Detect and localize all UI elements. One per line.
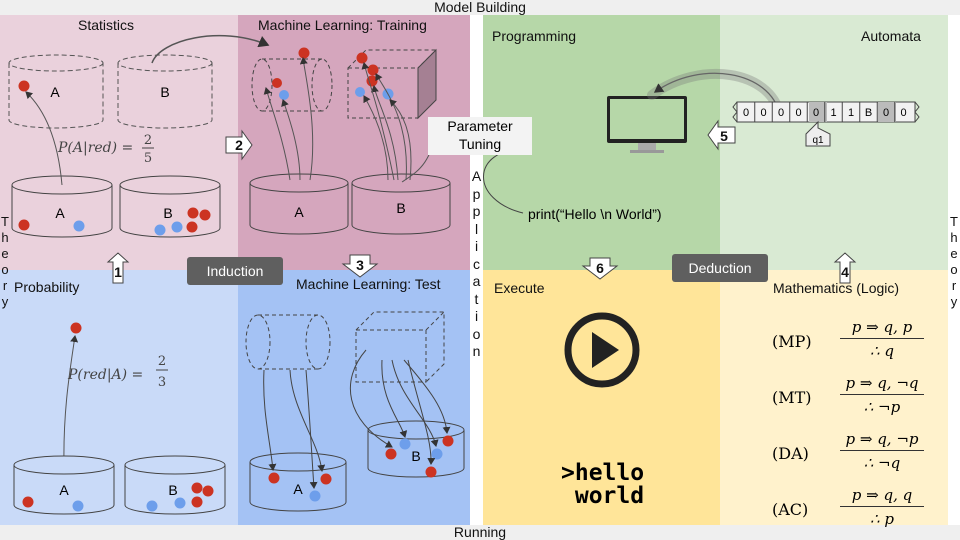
stat-formula-lhs: P(A|red) =: [57, 140, 133, 156]
stat-dashed-bucket-a: [8, 54, 104, 129]
stat-formula-den: 5: [144, 151, 152, 166]
rule-premise: p ⇒ q, ¬p: [840, 430, 924, 451]
tape-cell: 0: [900, 107, 906, 119]
rule-conclusion: ∴ q: [870, 342, 894, 360]
mathematics-title: Mathematics (Logic): [773, 280, 900, 296]
step-2: 2: [235, 137, 243, 153]
rule-premise: p ⇒ q, q: [840, 486, 924, 507]
logic-rule: (MT) p ⇒ q, ¬q ∴ ¬p: [762, 374, 942, 424]
step-6: 6: [596, 260, 604, 276]
tape-cell: B: [865, 107, 872, 119]
stat-bucket-a: [11, 175, 113, 238]
execute-panel: [483, 270, 720, 525]
tape-cell: 1: [848, 107, 854, 119]
svg-text:B: B: [411, 448, 420, 464]
tape-cell: 1: [830, 107, 836, 119]
stat-bucket-a-label: A: [55, 205, 65, 221]
svg-text:A: A: [293, 481, 303, 497]
tape-cell: 0: [778, 107, 784, 119]
model-building-band: Model Building: [0, 0, 960, 15]
programming-title: Programming: [492, 28, 577, 44]
test-cylinder: [245, 314, 331, 370]
stat-dashed-a-label: A: [50, 84, 60, 100]
rule-name: (MT): [772, 388, 812, 407]
probability-title: Probability: [14, 279, 80, 295]
train-bucket-a: [249, 173, 349, 235]
automata-title: Automata: [861, 28, 921, 44]
prob-formula-num: 2: [158, 354, 166, 369]
rule-conclusion: ∴ ¬p: [863, 398, 901, 416]
svg-text:A: A: [294, 204, 304, 220]
block-arrow-icon: [106, 119, 857, 284]
play-icon: [564, 312, 640, 388]
running-band: Running: [0, 525, 960, 540]
automata-panel: [720, 15, 948, 270]
rule-premise: p ⇒ q, p: [840, 318, 924, 339]
tape-cell: 0: [760, 107, 766, 119]
tape-cell: 0: [813, 107, 819, 119]
deduction-label: Deduction: [672, 254, 768, 282]
logic-rule: (MP) p ⇒ q, p ∴ q: [762, 318, 942, 368]
tape-state: q1: [812, 135, 824, 146]
stat-formula-num: 2: [144, 133, 152, 148]
prob-formula-den: 3: [158, 375, 166, 390]
test-cube: [355, 311, 445, 383]
train-cylinder: [251, 58, 333, 112]
rule-name: (DA): [772, 444, 809, 463]
hello-world-output: >hello world: [561, 460, 645, 509]
rule-name: (MP): [772, 332, 812, 351]
tape-cell: 0: [795, 107, 801, 119]
stat-bucket-b-label: B: [163, 205, 172, 221]
stat-red-ball-top: [18, 80, 30, 92]
step-1: 1: [114, 264, 122, 280]
monitor-icon: [607, 96, 687, 153]
train-bucket-b: [351, 173, 451, 235]
print-code: print(“Hello \n World”): [528, 206, 662, 222]
svg-text:B: B: [168, 482, 177, 498]
logic-rule: (DA) p ⇒ q, ¬p ∴ ¬q: [762, 430, 942, 480]
rule-conclusion: ∴ ¬q: [863, 454, 901, 472]
prob-formula-lhs: P(red|A) =: [67, 367, 143, 383]
svg-text:B: B: [396, 200, 405, 216]
mathematics-panel: [720, 270, 948, 525]
turing-tape: [732, 101, 920, 123]
rule-name: (AC): [772, 500, 809, 519]
stat-dashed-bucket-b: [117, 54, 213, 129]
tape-cell: 0: [883, 107, 889, 119]
rule-premise: p ⇒ q, ¬q: [840, 374, 924, 395]
tape-cell: 0: [743, 107, 749, 119]
step-5: 5: [720, 128, 728, 144]
induction-label: Induction: [187, 257, 283, 285]
stat-dashed-b-label: B: [160, 84, 169, 100]
logic-rule: (AC) p ⇒ q, q ∴ p: [762, 486, 942, 536]
ml-training-title: Machine Learning: Training: [258, 17, 427, 33]
step-4: 4: [841, 264, 849, 280]
execute-title: Execute: [494, 280, 545, 296]
step-3: 3: [356, 257, 364, 273]
statistics-title: Statistics: [78, 17, 135, 33]
rule-conclusion: ∴ p: [870, 510, 894, 528]
svg-text:A: A: [59, 482, 69, 498]
ml-test-title: Machine Learning: Test: [296, 276, 441, 292]
